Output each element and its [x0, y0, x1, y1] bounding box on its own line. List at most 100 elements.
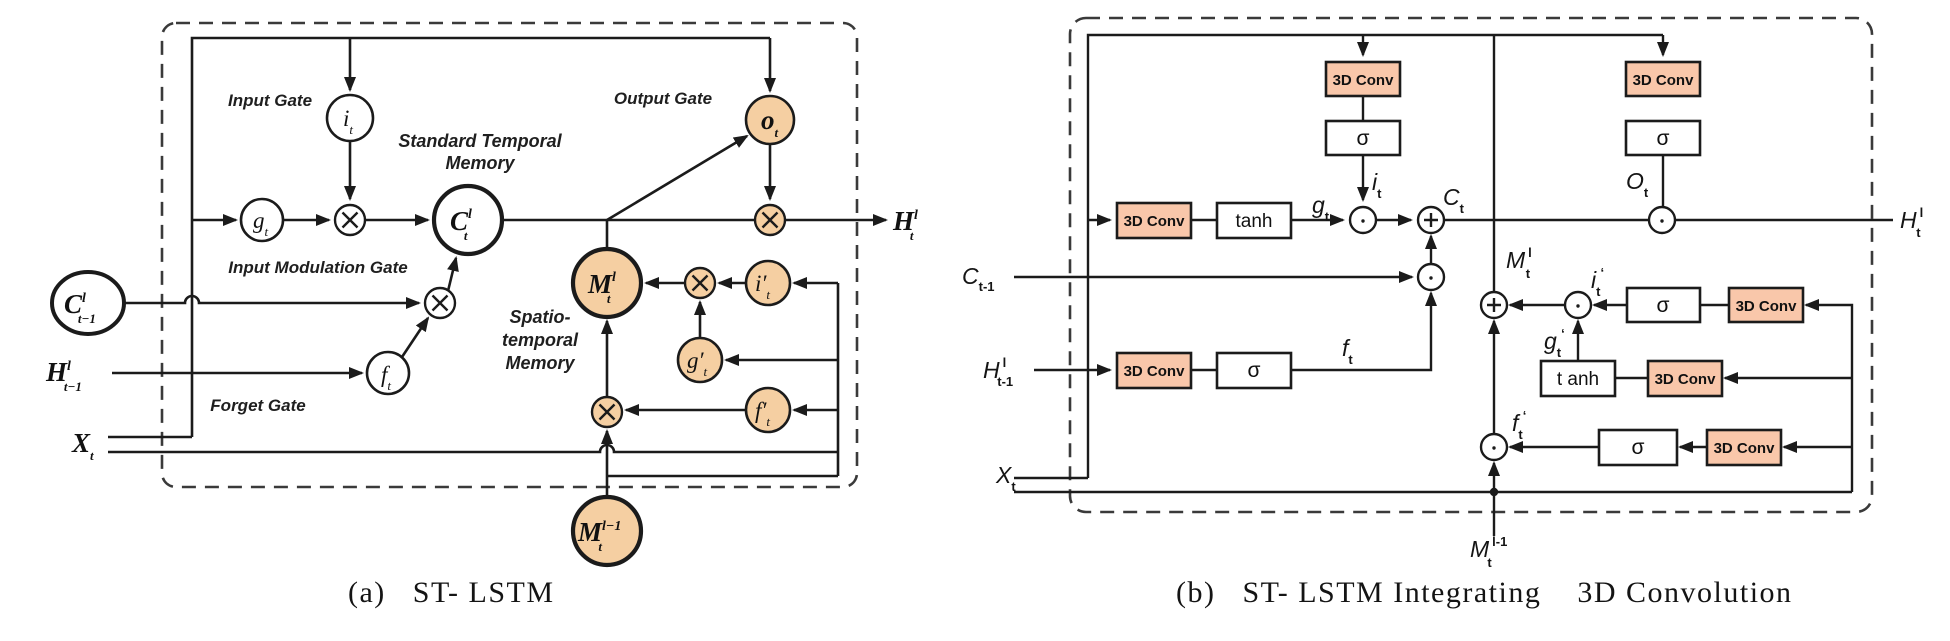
spatial-memory-prev-node: [570, 494, 644, 568]
spatial-memory-node: [570, 246, 644, 320]
tanh-box: [1215, 201, 1293, 240]
forget-gate-node: [365, 350, 411, 396]
sigma-box-label: σ: [1632, 436, 1645, 459]
input-gate-prime-symbol: i′t: [755, 271, 770, 302]
output-gate-symbol: ot: [761, 105, 779, 140]
input-gate-prime-node: [744, 259, 792, 307]
conv3d-box-label: 3D Conv: [1633, 72, 1695, 89]
hadamard-icon: [1416, 262, 1446, 292]
c-prev-label-b: Ct-1: [962, 263, 995, 294]
hadamard-icon: [1647, 205, 1677, 235]
sigma-box: [1624, 119, 1702, 157]
conv3d-box-label: 3D Conv: [1714, 440, 1776, 457]
f-label-b: ft: [1342, 335, 1353, 367]
modulation-gate-prime-node: [676, 336, 724, 384]
modulation-gate-symbol: gt: [253, 208, 269, 239]
forget-gate-prime-node: [744, 386, 792, 434]
conv3d-box-label: 3D Conv: [1655, 371, 1717, 388]
connector-lines-b: [1014, 33, 1893, 536]
plus-icon: [1416, 205, 1446, 235]
output-gate-label: Output Gate: [614, 89, 712, 108]
multiply-icon: [753, 203, 787, 237]
modulation-gate-node: [239, 197, 285, 243]
conv3d-box: [1705, 428, 1783, 467]
f-prime-label-b: ft‘: [1512, 408, 1526, 442]
multiply-icon: [333, 203, 367, 237]
multiply-icon: [423, 286, 457, 320]
caption-a: (a) ST- LSTM: [348, 576, 555, 609]
output-gate-node: [744, 94, 796, 146]
x-label-b: Xt: [995, 462, 1016, 494]
sigma-box-label: σ: [1657, 127, 1670, 150]
conv3d-box-label: 3D Conv: [1333, 72, 1395, 89]
conv3d-box-label: 3D Conv: [1124, 213, 1186, 230]
sigma-box: [1324, 119, 1402, 157]
g-prime-label-b: gt‘: [1544, 326, 1565, 360]
forget-gate-prime-symbol: f′t: [755, 398, 770, 429]
conv3d-box: [1324, 60, 1402, 98]
spatiotemporal-memory-label3: Memory: [505, 353, 575, 373]
spatiotemporal-memory-label2: temporal: [502, 330, 579, 350]
multiply-icons-a: [333, 203, 787, 429]
forget-gate-symbol: ft: [381, 362, 391, 393]
multiply-icon: [683, 266, 717, 300]
forget-gate-label: Forget Gate: [210, 396, 305, 415]
multiply-icon: [590, 395, 624, 429]
o-label-b: Ot: [1626, 168, 1649, 200]
i-label-b: it: [1372, 169, 1382, 201]
sigma-box: [1625, 286, 1702, 324]
conv3d-box: [1115, 201, 1193, 240]
input-gate-label: Input Gate: [228, 91, 312, 110]
c-label-b: Ct: [1443, 184, 1465, 216]
modulation-gate-prime-symbol: g′t: [687, 348, 708, 379]
nodes-a: [50, 93, 796, 568]
junction-dot: [1489, 487, 1499, 497]
panel-b: 3D Conv σ 3D Conv σ 3D Conv tanh 3D Conv…: [962, 16, 1923, 570]
hadamard-icon: [1563, 290, 1593, 320]
standard-temporal-memory-label: Standard Temporal: [398, 131, 562, 151]
panel-a: Input Gate Output Gate Input Modulation …: [45, 21, 918, 568]
standard-temporal-memory-label2: Memory: [445, 153, 515, 173]
sigma-box-label: σ: [1357, 127, 1370, 150]
sigma-box-label: σ: [1657, 294, 1670, 317]
g-label-b: gt: [1312, 192, 1330, 224]
i-prime-label-b: it‘: [1591, 265, 1604, 299]
conv3d-box-label: 3D Conv: [1736, 298, 1798, 315]
sigma-box: [1597, 428, 1679, 467]
tanh-box-label: t anh: [1557, 369, 1599, 390]
boxes-b: [1115, 60, 1805, 467]
input-gate-symbol: it: [343, 106, 353, 137]
sigma-box-label: σ: [1248, 359, 1261, 382]
cell-memory-node: [431, 183, 505, 257]
conv3d-box-label: 3D Conv: [1124, 363, 1186, 380]
cell-boundary-b: [1068, 16, 1874, 514]
sigma-box: [1215, 351, 1293, 390]
spatiotemporal-memory-label: Spatio-: [510, 307, 571, 327]
cell-boundary-a: [160, 21, 859, 489]
caption-b: (b) ST- LSTM Integrating 3D Convolution: [1176, 576, 1793, 609]
hadamard-icon: [1479, 432, 1509, 462]
input-label-a: Xt: [71, 428, 94, 463]
hadamard-icon: [1348, 205, 1378, 235]
tanh-box-label: tanh: [1236, 211, 1273, 232]
conv3d-box: [1624, 60, 1702, 98]
cell-prev-node: [50, 270, 126, 336]
input-gate-node: [325, 93, 375, 143]
conv3d-box: [1727, 286, 1805, 324]
connector-lines-a: [108, 36, 888, 497]
plus-icon: [1479, 290, 1509, 320]
operators-b: [1348, 205, 1677, 462]
conv3d-box: [1646, 359, 1724, 398]
